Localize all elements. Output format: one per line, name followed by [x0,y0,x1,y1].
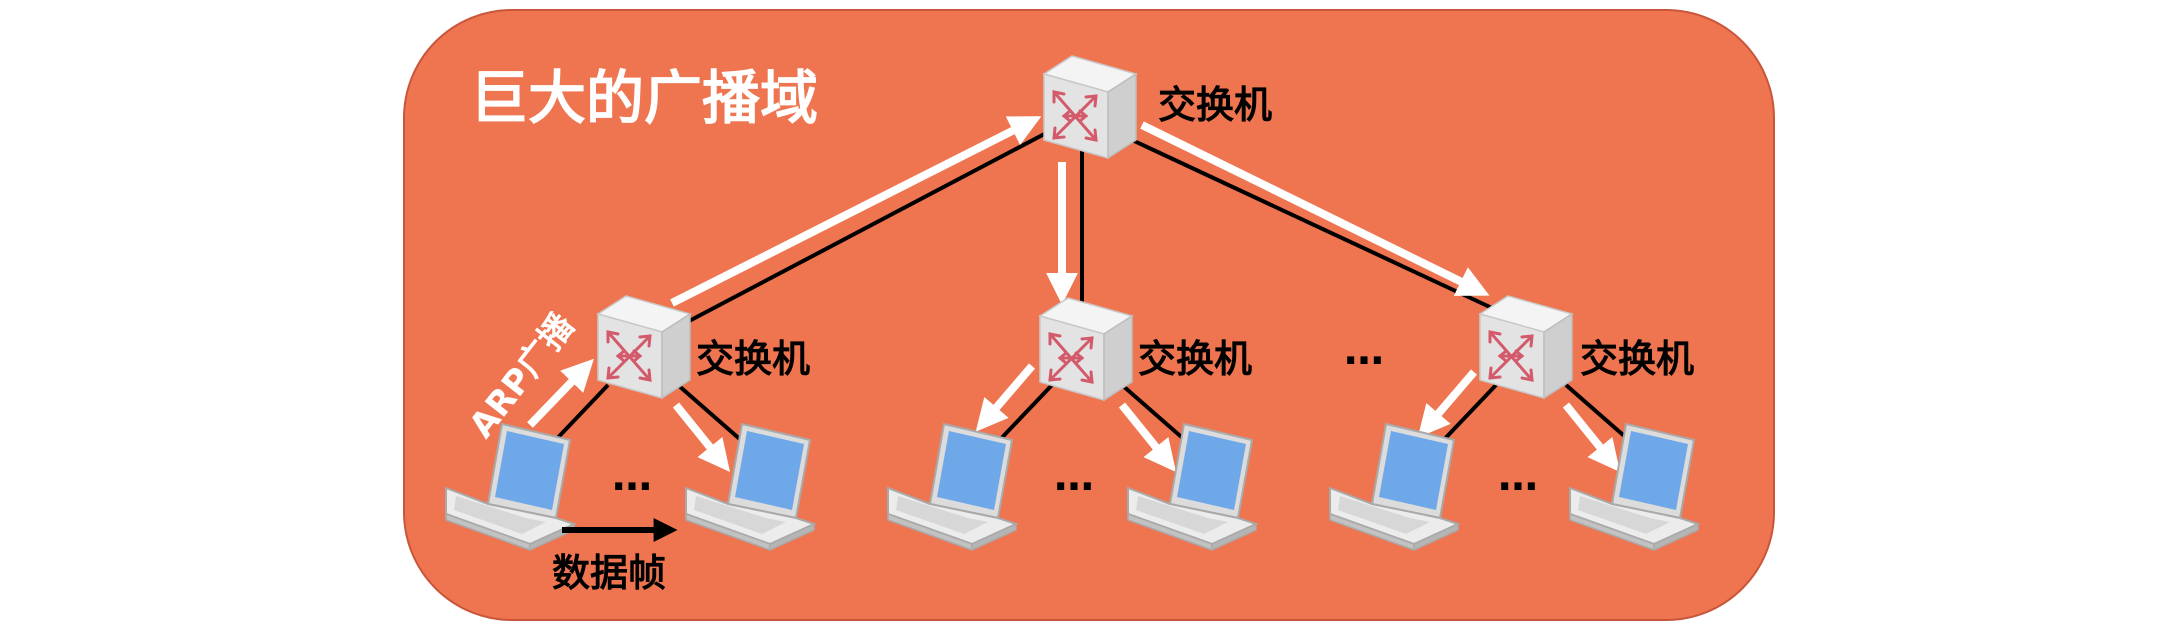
switch-1: 交换机 [596,294,810,400]
link-switch1-laptop2 [676,383,752,450]
broadcast-arrow-switch2-to-laptop4 [1118,402,1177,472]
ellipsis-switch1-laptops: … [612,454,652,500]
broadcast-arrows [527,116,1621,472]
switch-core: 交换机 [1042,54,1272,160]
switch-label: 交换机 [1138,337,1252,381]
switch-3: 交换机 [1478,294,1694,400]
ellipsis-between-switches: … [1344,328,1384,374]
switch-2: 交换机 [1038,296,1252,402]
switch-label: 交换机 [1580,337,1694,381]
arp-arrow-laptop-to-switch1 [527,358,594,428]
diagram-title: 巨大的广播域 [470,64,818,132]
broadcast-arrow-switch1-to-laptop2 [672,402,731,472]
broadcast-arrow-core-to-switch3 [1140,121,1490,296]
ellipsis-switch3-laptops: … [1498,454,1538,500]
ellipsis-switch2-laptops: … [1054,454,1094,500]
broadcast-arrow-switch2-to-laptop3 [975,363,1036,432]
data-frame-label: 数据帧 [552,551,666,595]
broadcast-arrow-switch3-to-laptop6 [1562,402,1621,472]
link-core-switch1 [671,128,1053,332]
switch-label: 交换机 [696,337,810,381]
broadcast-arrow-switch1-to-core [670,116,1042,307]
broadcast-arrow-switch3-to-laptop5 [1417,369,1478,438]
switch-label: 交换机 [1158,83,1272,127]
